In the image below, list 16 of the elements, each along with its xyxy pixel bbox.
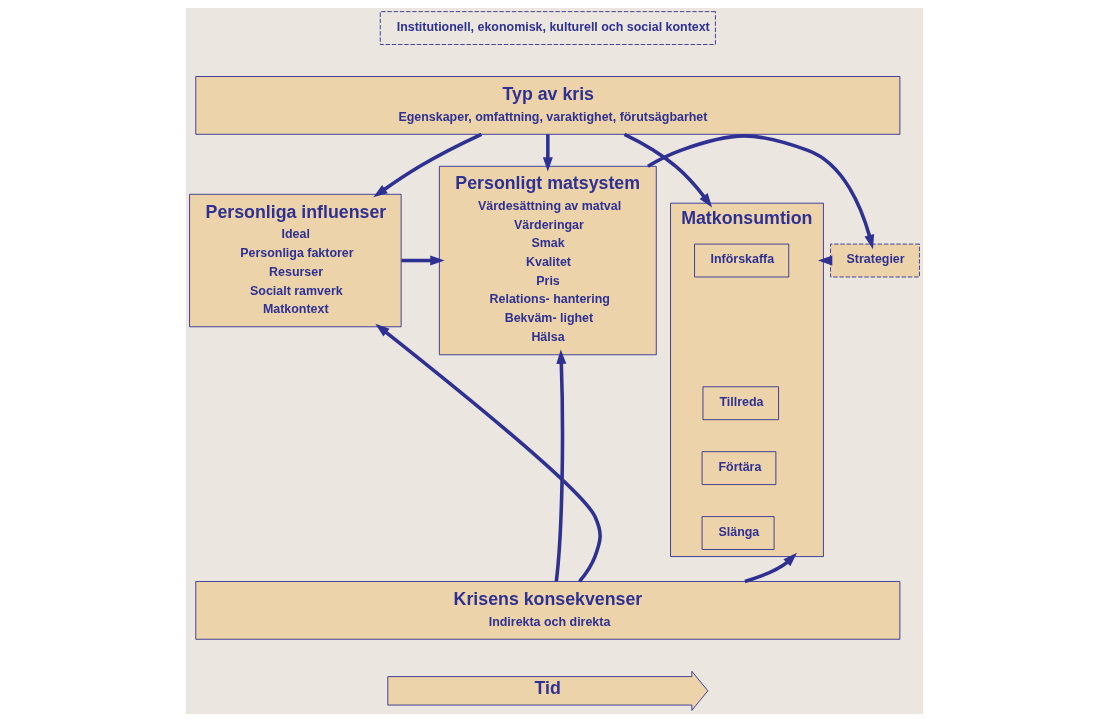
arrow bbox=[401, 255, 445, 266]
node-box: Personligt matsystem Värdesättning av matval Värderingar Smak Kvalitet Pris Relations- hantering Bekväm- lighet Hälsa bbox=[438, 165, 657, 356]
arrow bbox=[542, 134, 553, 172]
arrow bbox=[375, 323, 602, 583]
arrow bbox=[647, 134, 875, 250]
arrow bbox=[373, 132, 483, 198]
node-box: Införskaffa bbox=[694, 243, 790, 278]
node-box: Tillreda bbox=[702, 386, 779, 421]
node-box: Slänga bbox=[701, 516, 775, 550]
node-box: Personliga influenser Ideal Personliga faktorer Resurser Socialt ramverk Matkontext bbox=[189, 193, 402, 328]
node-box: Förtära bbox=[701, 451, 777, 485]
arrow bbox=[623, 132, 713, 208]
node-box: Typ av kris Egenskaper, omfattning, varaktighet, förutsägbarhet bbox=[195, 76, 901, 135]
node-box: Institutionell, ekonomisk, kulturell och social kontext bbox=[379, 11, 716, 45]
node-box: Krisens konsekvenser Indirekta och direkta bbox=[195, 581, 901, 640]
arrow bbox=[554, 349, 567, 582]
